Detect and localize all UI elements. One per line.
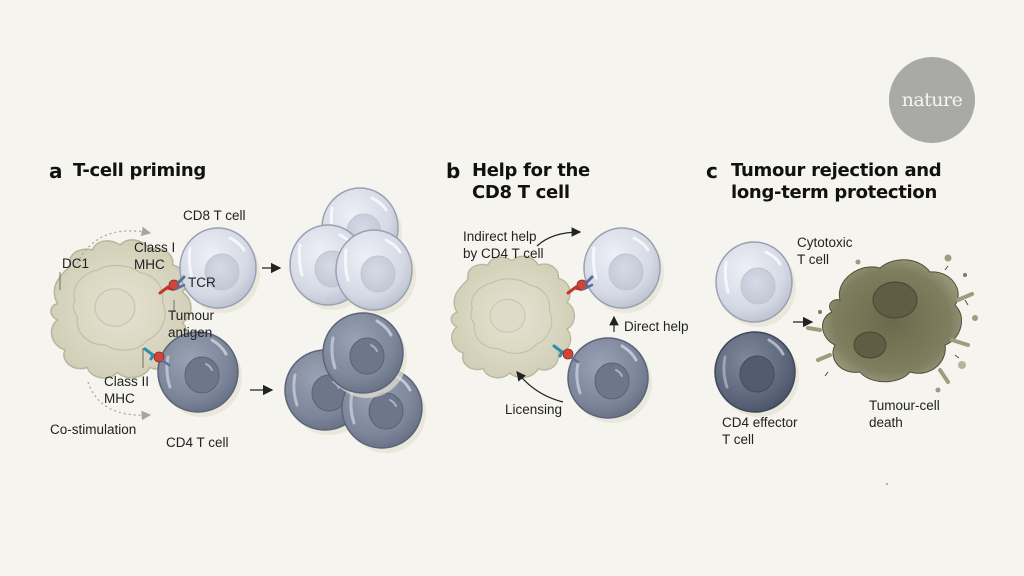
cd4-t-cell bbox=[156, 330, 244, 419]
panel-letter-a: a bbox=[49, 159, 63, 183]
panel-title-c: Tumour rejection and long-term protectio… bbox=[731, 160, 942, 203]
label-cd8-t-cell: CD8 T cell bbox=[183, 208, 246, 223]
cd4-t-cell-b bbox=[566, 336, 654, 425]
panel-title-a: T-cell priming bbox=[73, 160, 206, 181]
panel-b-artwork bbox=[450, 226, 666, 425]
label-cd4-effector-t-cell: CD4 effector T cell bbox=[722, 415, 798, 447]
panel-c-artwork bbox=[713, 240, 978, 485]
label-direct-help: Direct help bbox=[624, 319, 689, 334]
logo-text: nature bbox=[901, 89, 963, 111]
label-tcr: TCR bbox=[188, 275, 216, 290]
label-dc1: DC1 bbox=[62, 256, 90, 271]
label-co-stimulation: Co-stimulation bbox=[50, 422, 137, 437]
indirect-help-arrow bbox=[536, 227, 582, 247]
licensing-arrow bbox=[516, 371, 564, 403]
dotted-arrow-class1 bbox=[74, 226, 152, 269]
label-class1-mhc: Class I MHC bbox=[134, 240, 176, 272]
label-indirect-help: Indirect help by CD4 T cell bbox=[463, 229, 544, 261]
dotted-arrow-costim bbox=[87, 381, 152, 421]
dc-cell-b bbox=[450, 255, 576, 379]
label-tumour-cell-death: Tumour-cell death bbox=[869, 398, 940, 430]
label-licensing: Licensing bbox=[505, 402, 563, 417]
cd4-effector-t-cell bbox=[713, 330, 801, 419]
cytotoxic-t-cell bbox=[714, 240, 798, 329]
cd8-t-cell-b bbox=[582, 226, 666, 315]
dying-tumour-cell bbox=[806, 254, 978, 393]
label-cd4-t-cell: CD4 T cell bbox=[166, 435, 229, 450]
label-cytotoxic-t-cell: Cytotoxic T cell bbox=[797, 235, 853, 267]
panel-letter-c: c bbox=[706, 159, 718, 183]
label-tumour-antigen: Tumour antigen bbox=[168, 308, 215, 340]
panel-title-b: Help for the CD8 T cell bbox=[472, 160, 590, 203]
artifact-dot bbox=[886, 483, 888, 485]
panel-letter-b: b bbox=[446, 159, 461, 183]
cd8-t-cell bbox=[178, 226, 262, 315]
panel-a-artwork bbox=[50, 186, 428, 455]
nature-logo: nature bbox=[889, 57, 975, 143]
label-class2-mhc: Class II MHC bbox=[104, 374, 150, 406]
